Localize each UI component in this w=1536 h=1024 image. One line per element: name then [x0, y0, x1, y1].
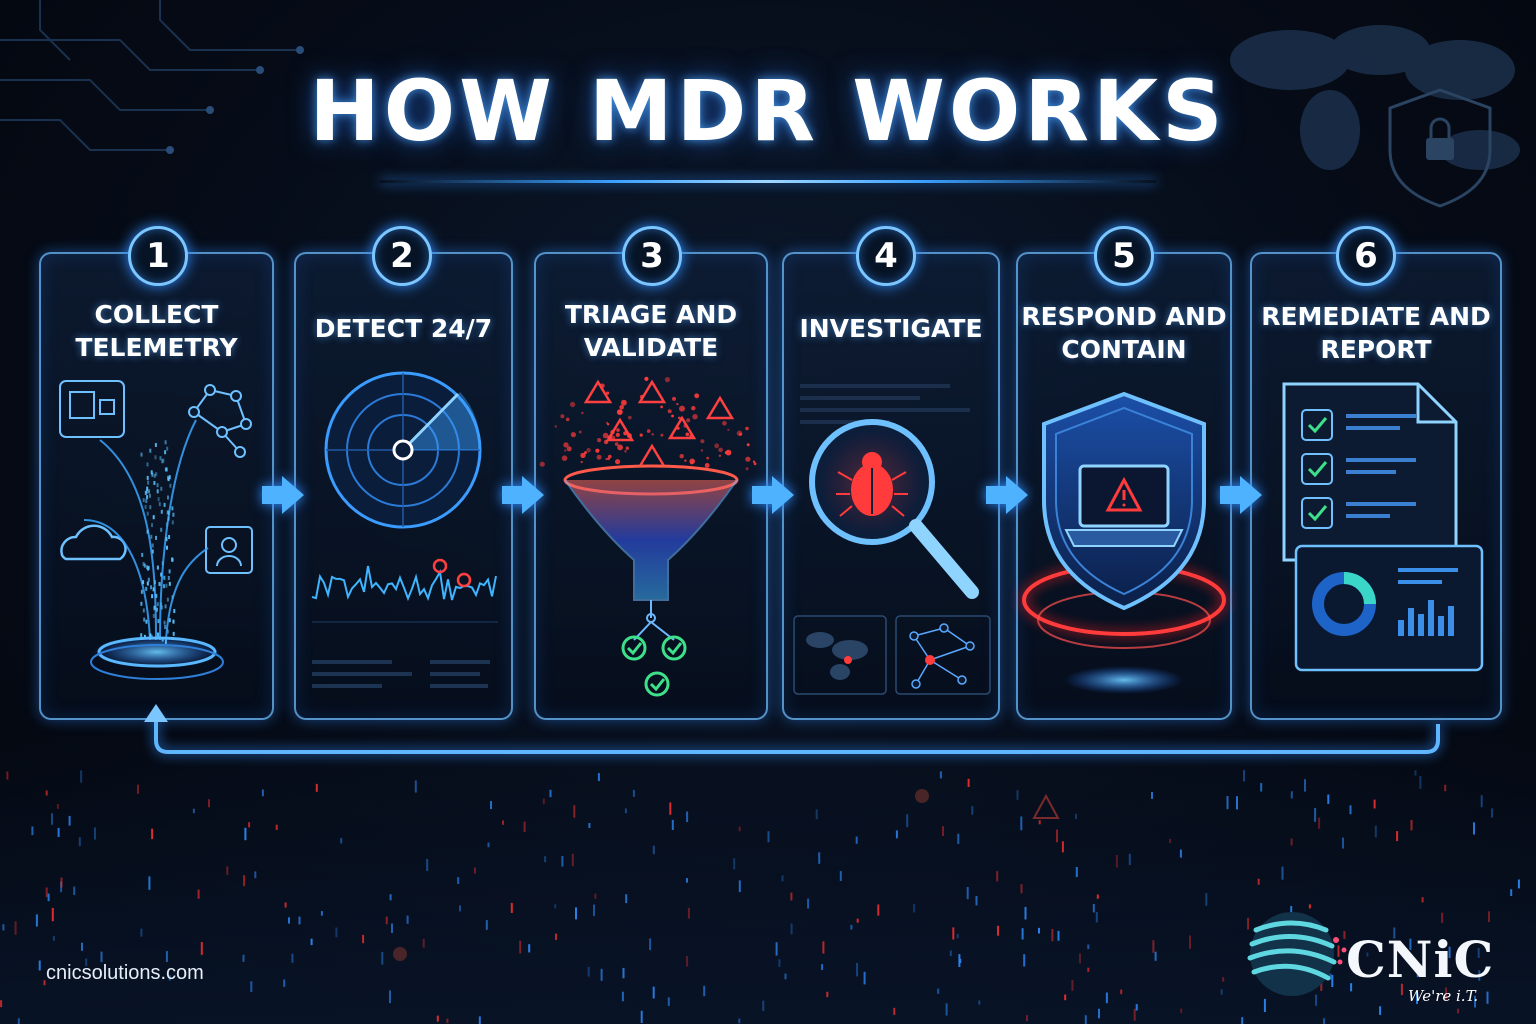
- step-label-1: COLLECT TELEMETRY: [44, 298, 269, 364]
- step-badge-2: 2: [372, 226, 432, 286]
- step-label-6-line1: REMEDIATE AND: [1261, 302, 1491, 331]
- step-badge-5: 5: [1094, 226, 1154, 286]
- step-label-2-line1: DETECT 24/7: [314, 314, 493, 343]
- step-badge-3: 3: [622, 226, 682, 286]
- step-label-3-line1: TRIAGE AND: [564, 300, 738, 329]
- step-badge-6: 6: [1336, 226, 1396, 286]
- step-label-1-line2: TELEMETRY: [75, 333, 238, 362]
- step-label-1-line1: COLLECT: [94, 300, 219, 329]
- step-badge-1: 1: [128, 226, 188, 286]
- step-label-3: TRIAGE AND VALIDATE: [534, 298, 768, 364]
- step-label-5: RESPOND AND CONTAIN: [1016, 300, 1232, 366]
- step-label-4: INVESTIGATE: [782, 312, 1000, 345]
- step-label-3-line2: VALIDATE: [583, 333, 719, 362]
- step-label-4-line1: INVESTIGATE: [799, 314, 983, 343]
- step-label-5-line1: RESPOND AND: [1021, 302, 1227, 331]
- step-badge-4: 4: [856, 226, 916, 286]
- step-label-2: DETECT 24/7: [294, 312, 513, 345]
- step-label-6-line2: REPORT: [1320, 335, 1432, 364]
- website-link[interactable]: cnicsolutions.com: [46, 962, 204, 984]
- step-label-5-line2: CONTAIN: [1061, 335, 1187, 364]
- logo-tagline: We're i.T.: [1408, 987, 1479, 1005]
- logo-wordmark: CNiC: [1346, 930, 1495, 989]
- step-label-6: REMEDIATE AND REPORT: [1250, 300, 1502, 366]
- page-title: HOW MDR WORKS: [309, 62, 1227, 160]
- title-underline: [380, 180, 1156, 183]
